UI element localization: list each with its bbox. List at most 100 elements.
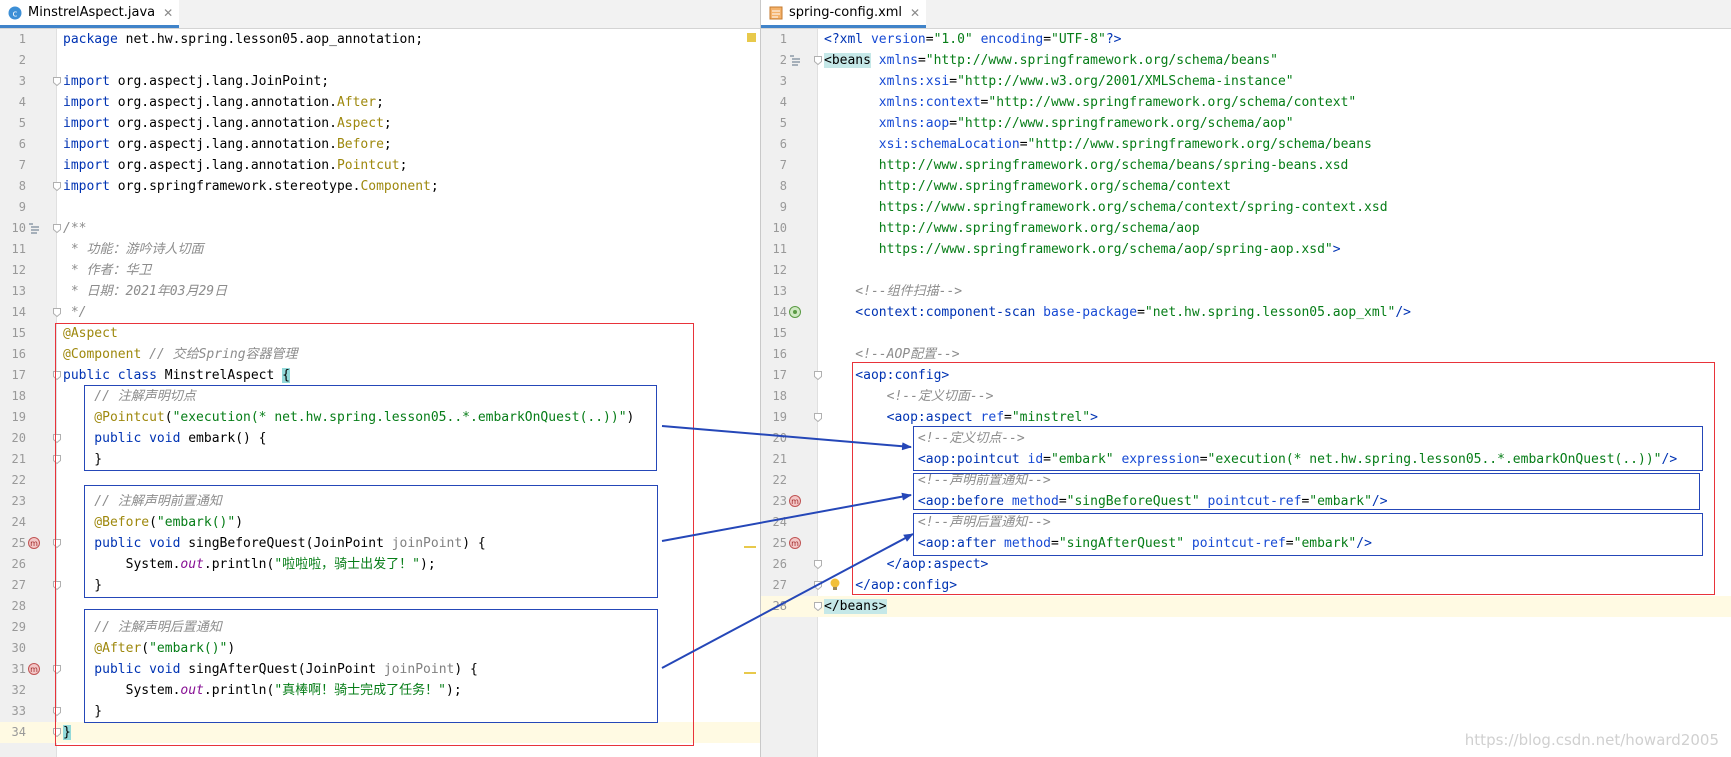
code-line[interactable]: 9 https://www.springframework.org/schema… xyxy=(761,197,1731,218)
fold-icon[interactable] xyxy=(814,560,822,569)
code-line[interactable]: 25 <aop:after method="singAfterQuest" po… xyxy=(761,533,1731,554)
code-line[interactable]: 5 xmlns:aop="http://www.springframework.… xyxy=(761,113,1731,134)
code-line[interactable]: 23 // 注解声明前置通知 xyxy=(0,491,760,512)
code-line[interactable]: 19 @Pointcut("execution(* net.hw.spring.… xyxy=(0,407,760,428)
aop-advice-icon[interactable]: m xyxy=(28,663,40,675)
code-line[interactable]: 28 xyxy=(0,596,760,617)
fold-icon[interactable] xyxy=(53,77,61,86)
code-line[interactable]: 15 xyxy=(761,323,1731,344)
fold-icon[interactable] xyxy=(53,371,61,380)
code-line[interactable]: 30 @After("embark()") xyxy=(0,638,760,659)
code-line[interactable]: 33 } xyxy=(0,701,760,722)
spring-bean-icon[interactable] xyxy=(789,306,801,318)
fold-icon[interactable] xyxy=(53,581,61,590)
tab-minstrel-aspect[interactable]: c MinstrelAspect.java ✕ xyxy=(0,0,180,28)
code-line[interactable]: 31 public void singAfterQuest(JoinPoint … xyxy=(0,659,760,680)
code-line[interactable]: 11 * 功能：游吟诗人切面 xyxy=(0,239,760,260)
code-line[interactable]: 22 xyxy=(0,470,760,491)
fold-icon[interactable] xyxy=(814,413,822,422)
code-line[interactable]: 26 </aop:aspect> xyxy=(761,554,1731,575)
tab-spring-config[interactable]: spring-config.xml ✕ xyxy=(761,0,927,28)
code-line[interactable]: 13 <!--组件扫描--> xyxy=(761,281,1731,302)
aop-advice-icon[interactable]: m xyxy=(28,537,40,549)
code-token: xsi:schemaLocation xyxy=(878,137,1020,152)
code-line[interactable]: 23 <aop:before method="singBeforeQuest" … xyxy=(761,491,1731,512)
code-line[interactable]: 27 </aop:config> xyxy=(761,575,1731,596)
fold-icon[interactable] xyxy=(53,182,61,191)
code-line[interactable]: 18 // 注解声明切点 xyxy=(0,386,760,407)
code-line[interactable]: 1<?xml version="1.0" encoding="UTF-8"?> xyxy=(761,29,1731,50)
code-line[interactable]: 2<beans xmlns="http://www.springframewor… xyxy=(761,50,1731,71)
code-line[interactable]: 7 http://www.springframework.org/schema/… xyxy=(761,155,1731,176)
code-line[interactable]: 8 http://www.springframework.org/schema/… xyxy=(761,176,1731,197)
code-line[interactable]: 25 public void singBeforeQuest(JoinPoint… xyxy=(0,533,760,554)
lightbulb-icon[interactable] xyxy=(829,578,841,590)
close-icon[interactable]: ✕ xyxy=(163,5,174,20)
code-line[interactable]: 3 xmlns:xsi="http://www.w3.org/2001/XMLS… xyxy=(761,71,1731,92)
code-line[interactable]: 18 <!--定义切面--> xyxy=(761,386,1731,407)
code-line[interactable]: 24 <!--声明后置通知--> xyxy=(761,512,1731,533)
code-line[interactable]: 26 System.out.println("啦啦啦，骑士出发了！"); xyxy=(0,554,760,575)
code-line[interactable]: 22 <!--声明前置通知--> xyxy=(761,470,1731,491)
aop-advice-icon[interactable]: m xyxy=(789,537,801,549)
code-line[interactable]: 20 public void embark() { xyxy=(0,428,760,449)
code-line[interactable]: 10 http://www.springframework.org/schema… xyxy=(761,218,1731,239)
code-line[interactable]: 17 <aop:config> xyxy=(761,365,1731,386)
code-token: singAfterQuest(JoinPoint xyxy=(188,662,384,677)
code-line[interactable]: 21 <aop:pointcut id="embark" expression=… xyxy=(761,449,1731,470)
code-line[interactable]: 28</beans> xyxy=(761,596,1731,617)
code-line[interactable]: 4 xmlns:context="http://www.springframew… xyxy=(761,92,1731,113)
fold-icon[interactable] xyxy=(53,434,61,443)
warning-marker[interactable] xyxy=(747,33,756,42)
code-token: = xyxy=(1058,494,1067,509)
code-line[interactable]: 12 * 作者：华卫 xyxy=(0,260,760,281)
svg-text:m: m xyxy=(30,539,38,548)
fold-icon[interactable] xyxy=(53,665,61,674)
fold-icon[interactable] xyxy=(53,308,61,317)
xml-editor-pane[interactable]: spring-config.xml ✕ 1<?xml version="1.0"… xyxy=(761,0,1731,757)
close-icon[interactable]: ✕ xyxy=(910,5,921,20)
code-line[interactable]: 10/** xyxy=(0,218,760,239)
code-line[interactable]: 11 https://www.springframework.org/schem… xyxy=(761,239,1731,260)
fold-icon[interactable] xyxy=(53,728,61,737)
structure-icon[interactable] xyxy=(28,222,40,234)
code-line[interactable]: 20 <!--定义切点--> xyxy=(761,428,1731,449)
code-line[interactable]: 6 xsi:schemaLocation="http://www.springf… xyxy=(761,134,1731,155)
code-line[interactable]: 16@Component // 交给Spring容器管理 xyxy=(0,344,760,365)
aop-advice-icon[interactable]: m xyxy=(789,495,801,507)
fold-icon[interactable] xyxy=(53,224,61,233)
code-token: org.aspectj.lang.annotation. xyxy=(117,95,337,110)
code-line[interactable]: 27 } xyxy=(0,575,760,596)
code-line[interactable]: 21 } xyxy=(0,449,760,470)
code-line[interactable]: 16 <!--AOP配置--> xyxy=(761,344,1731,365)
structure-icon[interactable] xyxy=(789,54,801,66)
code-line[interactable]: 34} xyxy=(0,722,760,743)
code-line[interactable]: 14 <context:component-scan base-package=… xyxy=(761,302,1731,323)
code-line[interactable]: 19 <aop:aspect ref="minstrel"> xyxy=(761,407,1731,428)
fold-icon[interactable] xyxy=(814,371,822,380)
fold-icon[interactable] xyxy=(53,455,61,464)
fold-icon[interactable] xyxy=(814,581,822,590)
fold-icon[interactable] xyxy=(53,539,61,548)
code-line[interactable]: 13 * 日期：2021年03月29日 xyxy=(0,281,760,302)
code-line[interactable]: 24 @Before("embark()") xyxy=(0,512,760,533)
fold-icon[interactable] xyxy=(53,707,61,716)
code-line[interactable]: 9 xyxy=(0,197,760,218)
code-line[interactable]: 29 // 注解声明后置通知 xyxy=(0,617,760,638)
code-line[interactable]: 15@Aspect xyxy=(0,323,760,344)
fold-icon[interactable] xyxy=(814,602,822,611)
code-line[interactable]: 2 xyxy=(0,50,760,71)
fold-icon[interactable] xyxy=(814,56,822,65)
code-line[interactable]: 32 System.out.println("真棒啊！骑士完成了任务！"); xyxy=(0,680,760,701)
code-line[interactable]: 12 xyxy=(761,260,1731,281)
code-line[interactable]: 14 */ xyxy=(0,302,760,323)
